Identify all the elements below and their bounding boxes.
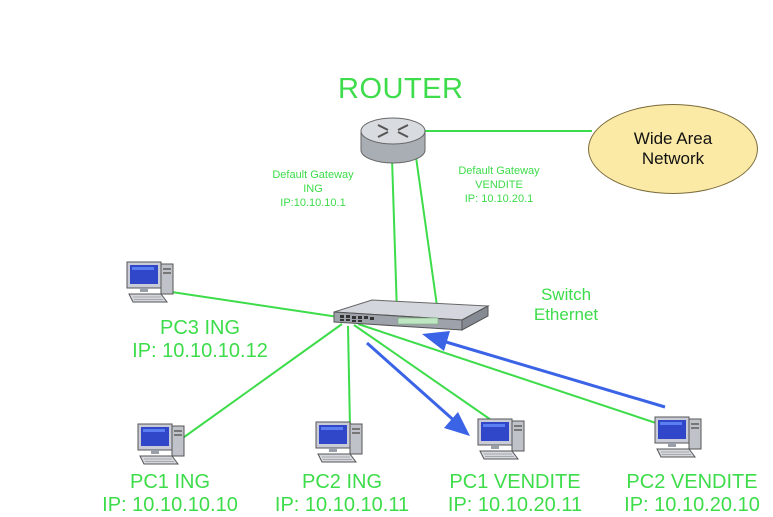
pc2-ing-link <box>347 325 351 429</box>
gateway-vendite-title: Default Gateway <box>458 165 540 177</box>
wan-label-line2: Network <box>641 149 705 168</box>
traffic-arrow-to-pc1-vendite <box>366 341 470 436</box>
pc2-ing-name: PC2 ING <box>301 471 383 493</box>
pc1-vendite-label: PC1 VENDITE IP: 10.10.20.11 <box>440 471 590 517</box>
gateway-vendite-ip: IP: 10.10.20.1 <box>464 192 534 205</box>
gateway-ing-ip: IP:10.10.10.1 <box>280 196 346 209</box>
gateway-ing-label: Default Gateway ING IP:10.10.10.1 <box>262 169 364 210</box>
gateway-vendite-link <box>415 156 439 314</box>
switch-label-line2: Ethernet <box>533 304 599 324</box>
gateway-vendite-label: Default Gateway VENDITE IP: 10.10.20.1 <box>448 165 550 206</box>
pc2-vendite-computer-icon <box>654 416 702 458</box>
pc2-vendite-ip: IP: 10.10.20.10 <box>624 494 760 516</box>
switch-icon <box>333 299 490 331</box>
switch-label-line1: Switch <box>540 285 592 304</box>
router-title: ROUTER <box>338 73 464 105</box>
pc2-ing-label: PC2 ING IP: 10.10.10.11 <box>272 471 412 517</box>
traffic-arrow-to-switch <box>422 331 666 409</box>
pc1-vendite-computer-icon <box>477 418 525 460</box>
pc2-vendite-label: PC2 VENDITE IP: 10.10.20.10 <box>617 471 767 517</box>
wan-cloud: Wide Area Network <box>588 104 758 194</box>
gateway-vendite-subnet: VENDITE <box>475 178 523 191</box>
pc1-vendite-name: PC1 VENDITE <box>449 471 581 493</box>
pc1-ing-computer-icon <box>137 423 185 465</box>
gateway-ing-subnet: ING <box>303 182 323 195</box>
pc3-ing-ip: IP: 10.10.10.12 <box>132 340 268 362</box>
pc1-ing-link <box>179 323 343 441</box>
pc3-ing-computer-icon <box>126 261 174 303</box>
wan-label-line1: Wide Area <box>633 128 713 148</box>
pc3-ing-name: PC3 ING <box>159 317 241 339</box>
pc1-ing-label: PC1 ING IP: 10.10.10.10 <box>100 471 240 517</box>
pc2-ing-ip: IP: 10.10.10.11 <box>274 494 410 516</box>
gateway-ing-link <box>391 157 398 314</box>
gateway-ing-title: Default Gateway <box>272 169 354 181</box>
switch-label: Switch Ethernet <box>526 285 606 324</box>
pc2-ing-computer-icon <box>315 421 363 463</box>
pc2-vendite-name: PC2 VENDITE <box>626 471 758 493</box>
router-icon <box>360 117 426 164</box>
pc1-ing-name: PC1 ING <box>129 471 211 493</box>
pc1-ing-ip: IP: 10.10.10.10 <box>102 494 238 516</box>
pc3-ing-link <box>164 290 346 319</box>
pc1-vendite-ip: IP: 10.10.20.11 <box>447 494 583 516</box>
pc3-ing-label: PC3 ING IP: 10.10.10.12 <box>130 317 270 363</box>
pc2-vendite-link <box>357 323 666 427</box>
